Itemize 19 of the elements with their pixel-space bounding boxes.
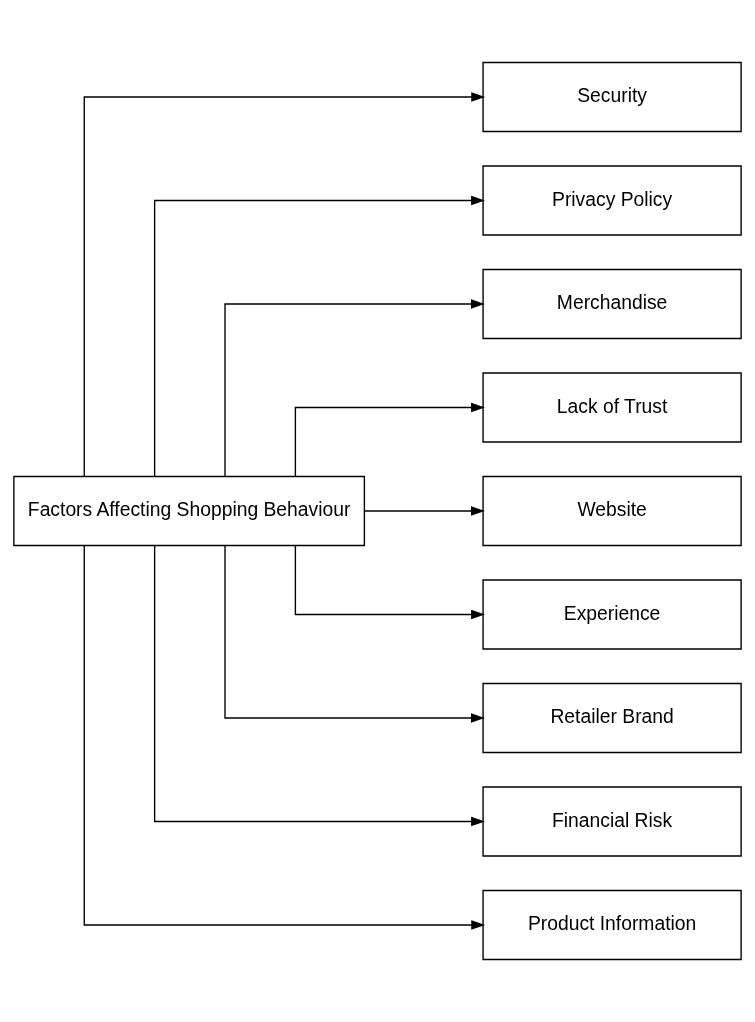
arrow — [294, 545, 485, 620]
node-box: Website — [482, 475, 742, 547]
node-box: Experience — [482, 579, 742, 650]
arrow — [364, 506, 485, 516]
node-box: Merchandise — [482, 268, 742, 340]
node-box: Retailer Brand — [482, 682, 742, 754]
arrow — [83, 92, 486, 478]
node-box: Factors Affecting Shopping Behaviour — [13, 475, 366, 547]
node-box: Privacy Policy — [482, 165, 742, 236]
node-box: Product Information — [482, 889, 742, 961]
node-box: Security — [482, 61, 742, 133]
arrow — [153, 545, 485, 827]
node-box: Lack of Trust — [482, 372, 742, 443]
node-box: Financial Risk — [482, 786, 742, 857]
arrow — [153, 195, 485, 477]
arrow — [83, 544, 486, 930]
arrow — [224, 544, 485, 723]
arrow — [294, 402, 485, 477]
arrow — [224, 299, 485, 478]
